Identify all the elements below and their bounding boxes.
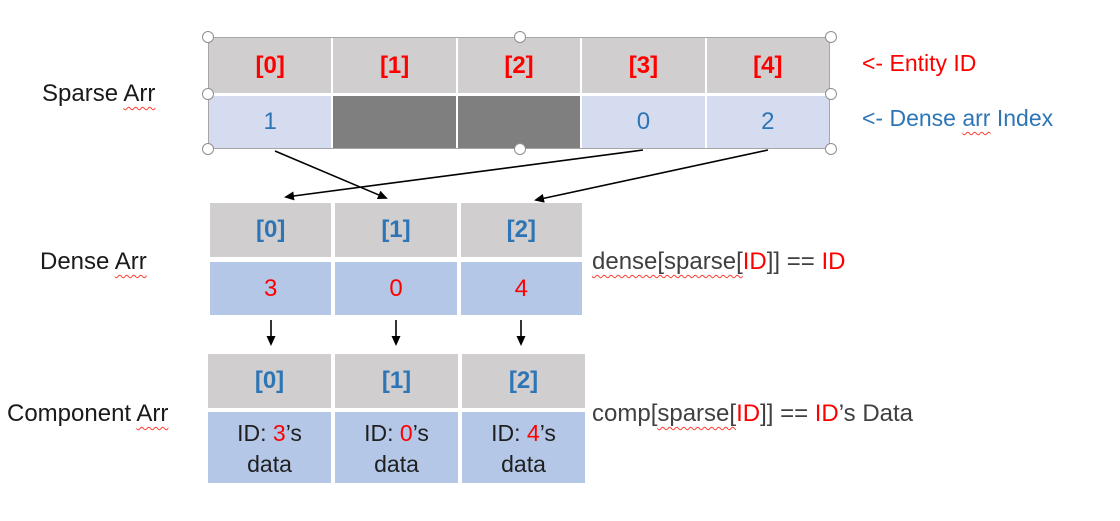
entity-id-text: <- Entity ID bbox=[862, 50, 977, 76]
component-cell-0: ID: 3’s data bbox=[208, 412, 331, 483]
dense-index-arr: arr bbox=[962, 105, 991, 131]
arrow-sparse4-to-dense2 bbox=[534, 149, 769, 203]
dense-array-table[interactable]: [0] [1] [2] 3 0 4 bbox=[210, 203, 582, 315]
dense-arr-label[interactable]: Dense Arr bbox=[40, 248, 147, 276]
sparse-cell-0: 1 bbox=[209, 96, 332, 148]
component-formula[interactable]: comp[sparse[ID]] == ID’s Data bbox=[592, 400, 913, 428]
dense-cell-0: 3 bbox=[210, 262, 332, 315]
dense-cell-2: 4 bbox=[460, 262, 582, 315]
component-cell-1: ID: 0’s data bbox=[335, 412, 458, 483]
component-cell-2-prefix: ID: bbox=[491, 419, 527, 446]
dense-value-row: 3 0 4 bbox=[210, 262, 582, 315]
selection-handle-bottom-mid[interactable] bbox=[514, 143, 526, 155]
component-array-table[interactable]: [0] [1] [2] ID: 3’s data ID: 0’s data ID… bbox=[208, 354, 585, 483]
arrow-sparse0-to-dense1 bbox=[274, 150, 388, 200]
dense-label-text: Dense bbox=[40, 248, 115, 275]
component-header-row: [0] [1] [2] bbox=[208, 354, 585, 408]
selection-handle-bottom-left[interactable] bbox=[202, 143, 214, 155]
component-label-text: Component bbox=[7, 400, 137, 427]
component-cell-0-suffix: ’s bbox=[285, 419, 302, 446]
dense-header-0: [0] bbox=[210, 203, 332, 257]
component-cell-0-line2: data bbox=[247, 450, 292, 477]
dense-formula-id2: ID bbox=[821, 248, 846, 275]
sparse-header-4: [4] bbox=[706, 38, 830, 93]
component-cell-2-id: 4 bbox=[526, 419, 540, 446]
component-cell-2-suffix: ’s bbox=[539, 419, 556, 446]
component-cell-0-line1: ID: 3’s bbox=[237, 418, 302, 449]
dense-cell-1: 0 bbox=[335, 262, 457, 315]
comp-formula-id2: ID bbox=[814, 400, 839, 427]
selection-handle-top-left[interactable] bbox=[202, 31, 214, 43]
selection-handle-right-mid[interactable] bbox=[825, 88, 837, 100]
component-cell-1-line1: ID: 0’s bbox=[364, 418, 429, 449]
sparse-header-1: [1] bbox=[333, 38, 456, 93]
dense-label-arr: Arr bbox=[114, 248, 147, 275]
component-cell-2: ID: 4’s data bbox=[462, 412, 585, 483]
dense-formula[interactable]: dense[sparse[ID]] == ID bbox=[592, 248, 845, 276]
selection-handle-top-right[interactable] bbox=[825, 31, 837, 43]
comp-formula-pre: comp[ bbox=[592, 400, 658, 427]
component-cell-1-prefix: ID: bbox=[364, 419, 400, 446]
component-cell-0-id: 3 bbox=[272, 419, 286, 446]
component-label-arr: Arr bbox=[136, 400, 169, 427]
comp-formula-id1: ID bbox=[736, 400, 761, 427]
sparse-value-row: 1 0 2 bbox=[209, 96, 830, 148]
dense-header-2: [2] bbox=[460, 203, 582, 257]
sparse-label-arr: Arr bbox=[123, 80, 156, 107]
sparse-array-table[interactable]: [0] [1] [2] [3] [4] 1 0 2 bbox=[202, 31, 837, 155]
component-value-row: ID: 3’s data ID: 0’s data ID: 4’s data bbox=[208, 412, 585, 483]
dense-index-suffix: Index bbox=[990, 105, 1054, 131]
sparse-arr-label[interactable]: Sparse Arr bbox=[42, 80, 155, 108]
component-cell-1-suffix: ’s bbox=[412, 419, 429, 446]
sparse-cell-2-empty bbox=[457, 96, 581, 148]
entity-id-annotation[interactable]: <- Entity ID bbox=[862, 50, 976, 77]
sparse-cell-1-empty bbox=[333, 96, 456, 148]
dense-formula-lhs: dense[sparse[ bbox=[592, 248, 743, 275]
comp-formula-post: ’s Data bbox=[838, 400, 914, 427]
sparse-header-row: [0] [1] [2] [3] [4] bbox=[209, 38, 830, 93]
comp-formula-mid: ]] == bbox=[760, 400, 815, 427]
component-header-0: [0] bbox=[208, 354, 331, 408]
component-cell-0-prefix: ID: bbox=[237, 419, 273, 446]
component-arr-label[interactable]: Component Arr bbox=[7, 400, 168, 428]
dense-index-annotation[interactable]: <- Dense arr Index bbox=[862, 105, 1053, 132]
arrow-sparse3-to-dense0 bbox=[284, 149, 644, 201]
comp-formula-sparse: sparse[ bbox=[657, 400, 737, 427]
selection-handle-left-mid[interactable] bbox=[202, 88, 214, 100]
selection-handle-top-mid[interactable] bbox=[514, 31, 526, 43]
sparse-cell-4: 2 bbox=[706, 96, 830, 148]
component-cell-1-id: 0 bbox=[399, 419, 413, 446]
sparse-header-2: [2] bbox=[457, 38, 581, 93]
selection-handle-bottom-right[interactable] bbox=[825, 143, 837, 155]
sparse-header-0: [0] bbox=[209, 38, 332, 93]
dense-formula-mid: ]] == bbox=[766, 248, 822, 275]
component-header-2: [2] bbox=[462, 354, 585, 408]
dense-index-prefix: <- Dense bbox=[862, 105, 963, 131]
component-cell-1-line2: data bbox=[374, 450, 419, 477]
sparse-header-3: [3] bbox=[582, 38, 705, 93]
dense-header-row: [0] [1] [2] bbox=[210, 203, 582, 257]
component-header-1: [1] bbox=[335, 354, 458, 408]
dense-header-1: [1] bbox=[335, 203, 457, 257]
dense-formula-id1: ID bbox=[742, 248, 767, 275]
sparse-cell-3: 0 bbox=[582, 96, 705, 148]
sparse-label-text: Sparse bbox=[42, 80, 124, 107]
component-cell-2-line1: ID: 4’s bbox=[491, 418, 556, 449]
component-cell-2-line2: data bbox=[501, 450, 546, 477]
